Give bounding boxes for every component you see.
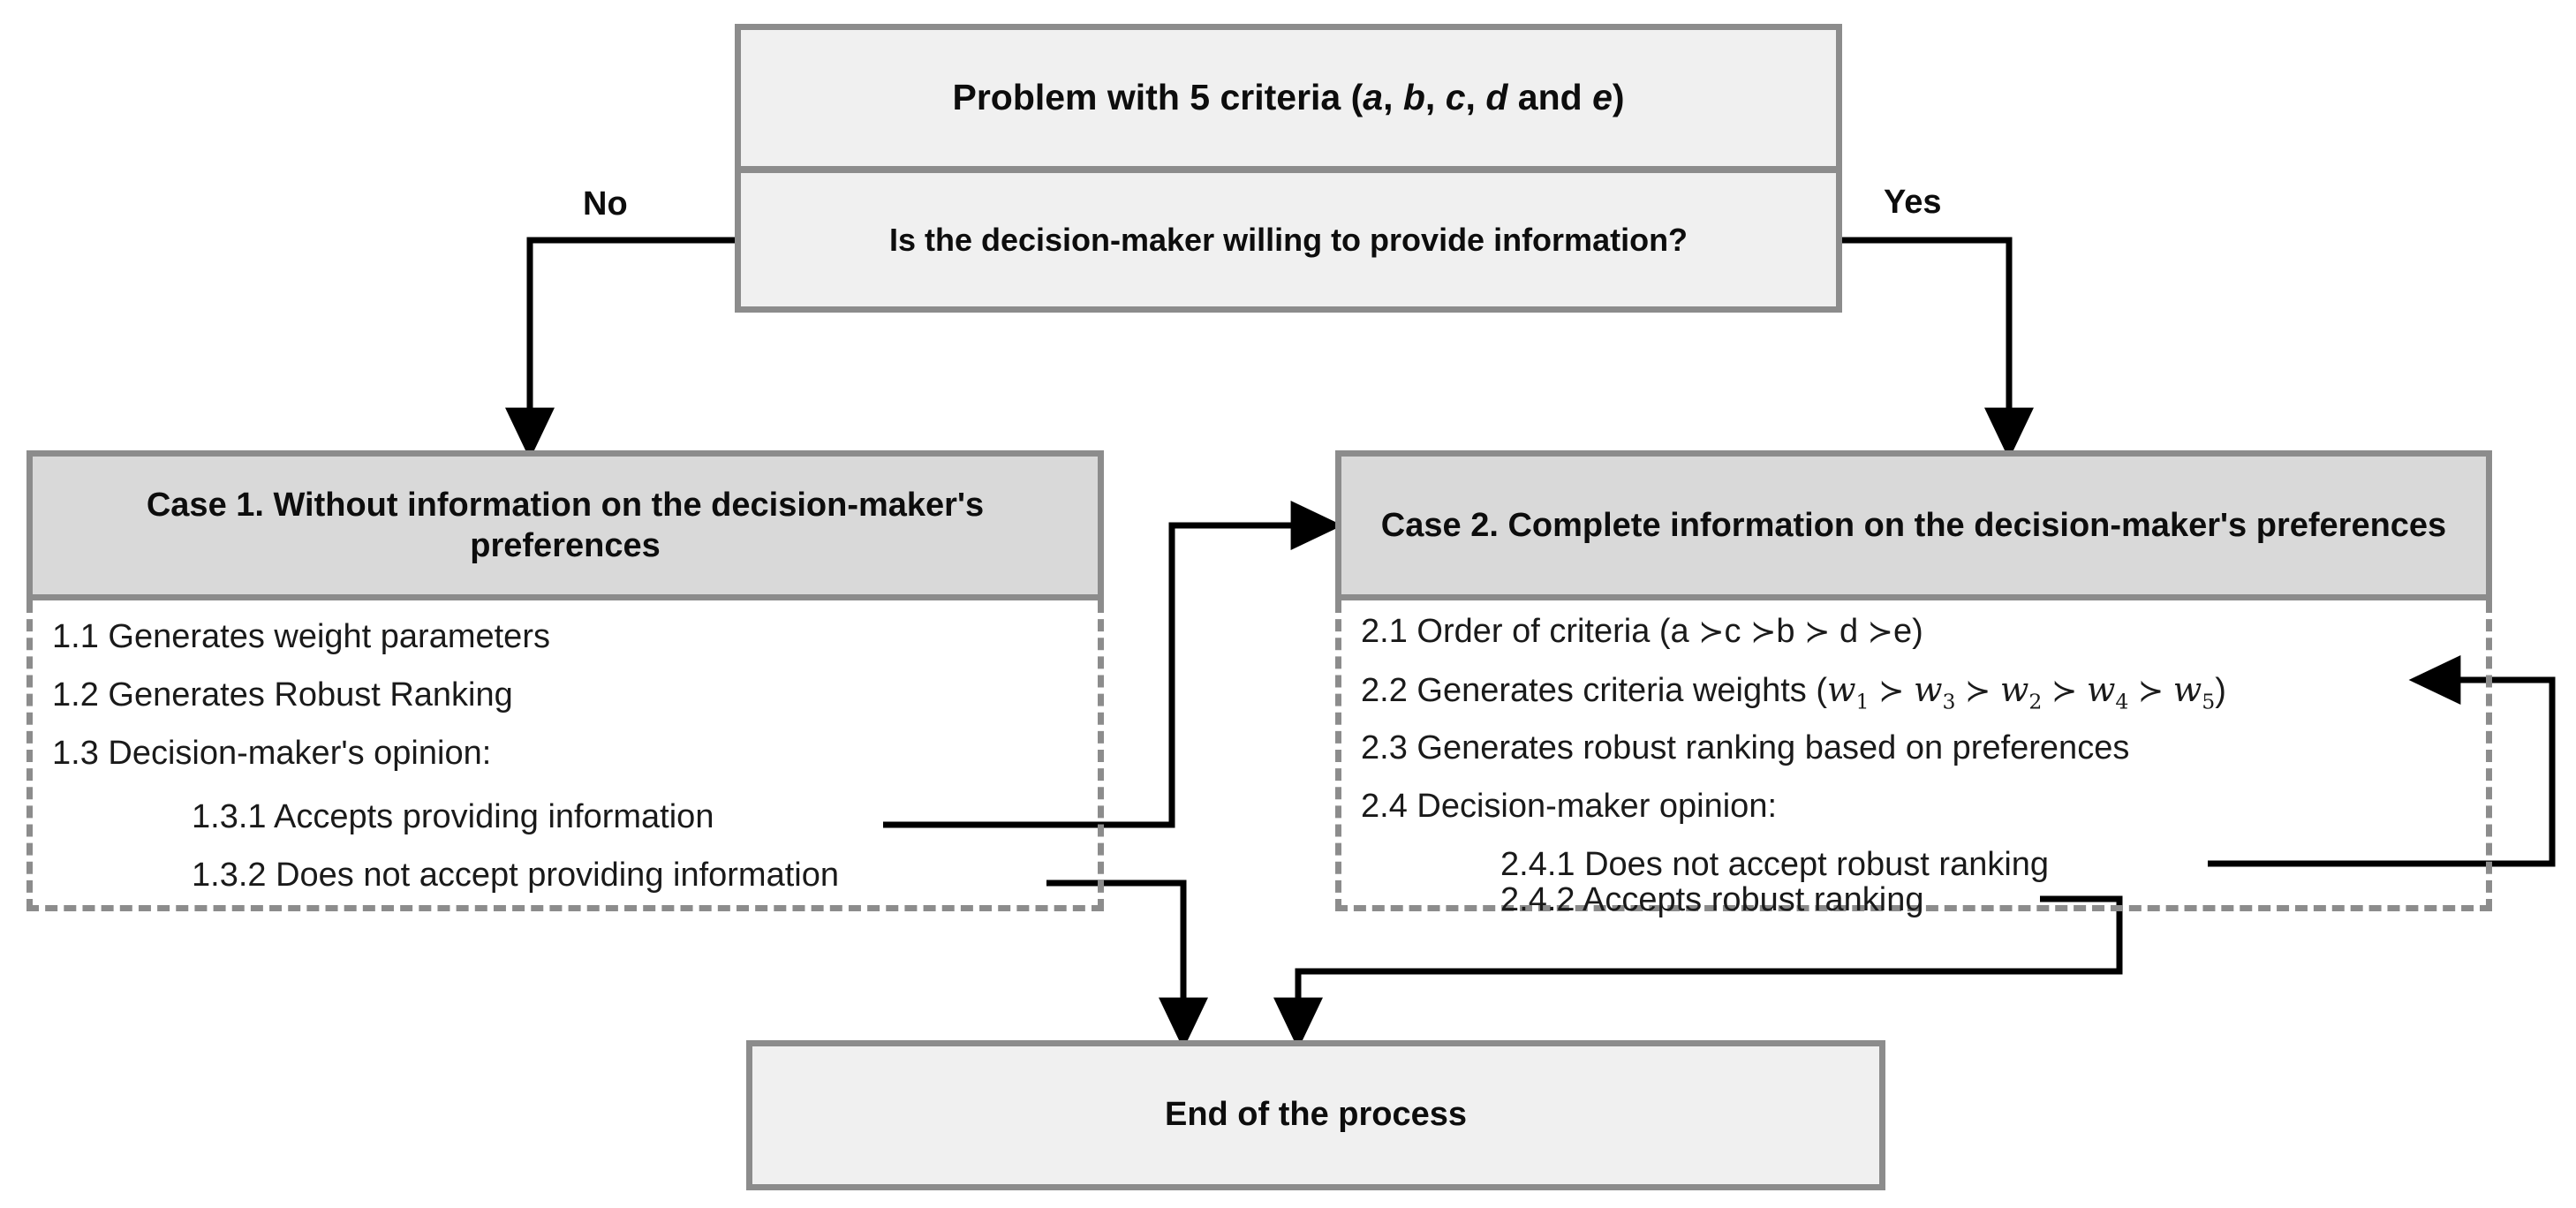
case2-steps-region: 2.1 Order of criteria (a ≻c ≻b ≻ d ≻e) 2… [1335,600,2492,917]
case1-step-1-3: 1.3 Decision-maker's opinion: [52,735,492,772]
connector-yes [1842,237,2034,460]
case1-step-1-2: 1.2 Generates Robust Ranking [52,676,513,713]
connector-242-to-end [1273,895,2123,1050]
case1-step-1-3-1: 1.3.1 Accepts providing information [192,798,714,835]
case2-step-2-4: 2.4 Decision-maker opinion: [1361,788,1778,825]
problem-statement-box: Problem with 5 criteria (a, b, c, d and … [735,24,1842,170]
decision-question-text: Is the decision-maker willing to provide… [888,221,1688,258]
case2-step-2-2: 2.2 Generates criteria weights (w1 ≻ w3 … [1361,670,2226,714]
decision-question-box: Is the decision-maker willing to provide… [735,170,1842,313]
case2-step-2-4-2: 2.4.2 Accepts robust ranking [1500,881,1924,918]
branch-label-no: No [583,185,628,223]
problem-statement-text: Problem with 5 criteria (a, b, c, d and … [952,77,1625,118]
case2-header-box: Case 2. Complete information on the deci… [1335,450,2492,600]
case1-header-text: Case 1. Without information on the decis… [146,486,985,564]
case1-steps-region: 1.1 Generates weight parameters 1.2 Gene… [26,600,1104,911]
case2-step-2-3: 2.3 Generates robust ranking based on pr… [1361,729,2130,766]
end-of-process-box: End of the process [746,1040,1885,1190]
case1-header-box: Case 1. Without information on the decis… [26,450,1104,600]
branch-label-yes: Yes [1884,184,1942,221]
case2-step-2-1: 2.1 Order of criteria (a ≻c ≻b ≻ d ≻e) [1361,613,1923,650]
case2-header-text: Case 2. Complete information on the deci… [1380,506,2447,544]
case1-step-1-1: 1.1 Generates weight parameters [52,618,550,655]
case2-step-2-4-1: 2.4.1 Does not accept robust ranking [1500,846,2050,883]
connector-no [505,237,735,460]
case1-step-1-3-2: 1.3.2 Does not accept providing informat… [192,857,839,894]
end-of-process-text: End of the process [1164,1096,1468,1134]
